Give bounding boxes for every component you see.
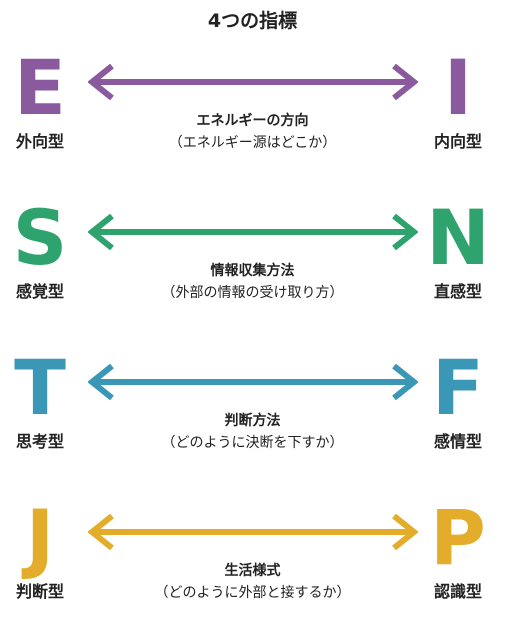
type-feeling: 感情型 [433,432,482,451]
indicator-description: （エネルギー源はどこか） [168,135,337,151]
indicator-description: （外部の情報の受け取り方） [161,285,344,301]
indicator-description: （どのように決断を下すか） [161,435,344,451]
type-extravert: 外向型 [15,132,64,151]
type-sensing: 感覚型 [15,282,64,301]
indicator-name: 生活様式 [224,563,281,579]
type-introvert: 内向型 [433,132,482,151]
indicator-name: 情報収集方法 [210,263,295,279]
type-perceiving: 認識型 [433,582,482,601]
indicator-description: （どのように外部と接するか） [154,585,351,601]
indicator-name: エネルギーの方向 [196,113,309,129]
diagram-title: 4つの指標 [207,10,298,32]
letter-f: F [432,343,484,432]
letter-t: T [14,343,66,432]
letter-p: P [430,493,486,582]
indicator-row-sn: S 感覚型 情報収集方法 （外部の情報の受け取り方） N 直感型 [0,200,505,320]
type-judging: 判断型 [15,582,64,601]
double-arrow [88,364,418,400]
indicator-row-tf: T 思考型 判断方法 （どのように決断を下すか） F 感情型 [0,350,505,470]
indicator-row-ei: E 外向型 エネルギーの方向 （エネルギー源はどこか） I 内向型 [0,50,505,170]
letter-n: N [426,193,490,282]
letter-i: I [443,43,473,132]
type-intuition: 直感型 [433,282,482,301]
letter-s: S [12,193,68,282]
letter-e: E [14,43,66,132]
indicator-name: 判断方法 [224,413,281,429]
double-arrow [88,514,418,550]
double-arrow [88,214,418,250]
letter-j: J [25,493,55,582]
type-thinking: 思考型 [15,432,64,451]
indicator-row-jp: J 判断型 生活様式 （どのように外部と接するか） P 認識型 [0,500,505,620]
double-arrow [88,64,418,100]
